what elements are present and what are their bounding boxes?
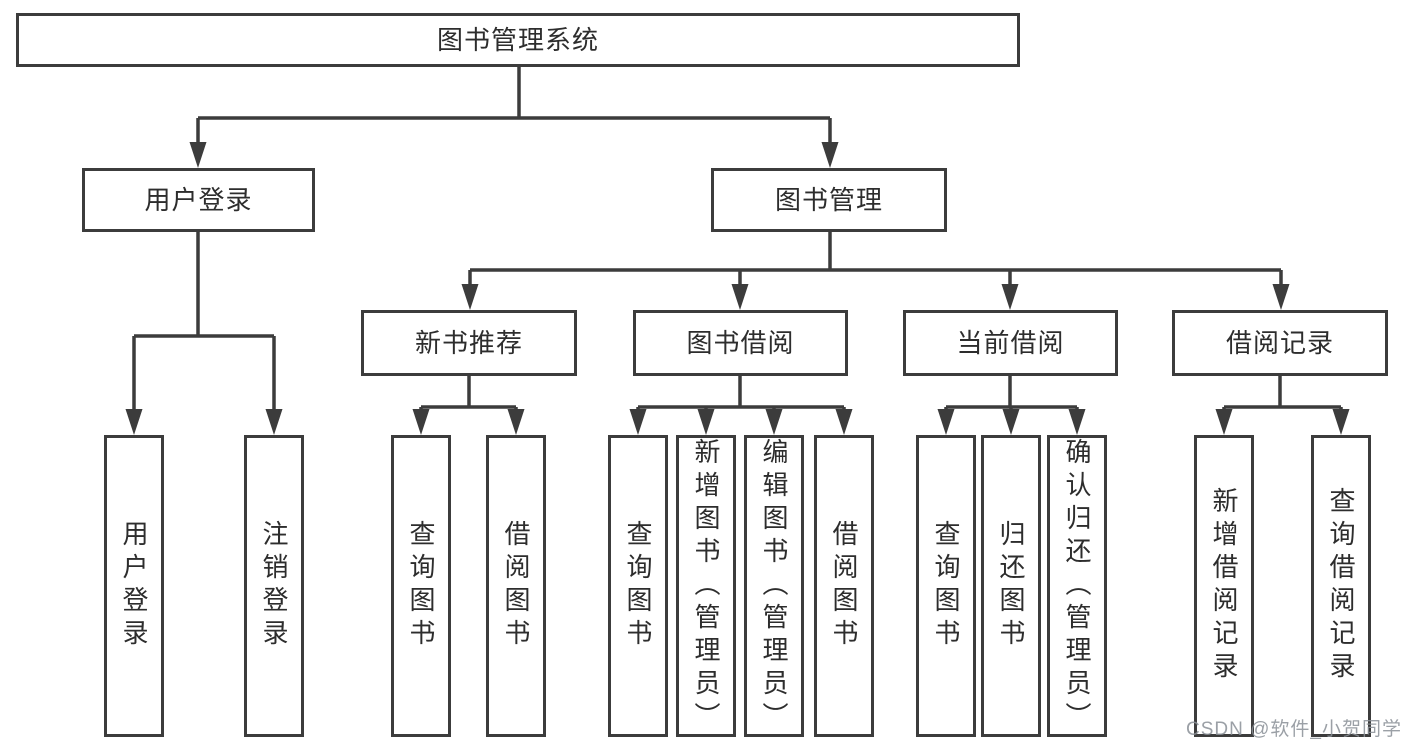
node-current-borrow-label: 当前借阅 <box>956 328 1065 358</box>
node-book-borrow-label: 图书借阅 <box>686 328 795 358</box>
node-leaf-add-borrow-record: 新增借阅记录 <box>1194 435 1254 737</box>
node-book-borrow: 图书借阅 <box>633 310 848 376</box>
node-leaf-query-borrow-record-label: 查询借阅记录 <box>1326 487 1356 685</box>
node-leaf-edit-books-admin: 编辑图书（管理员） <box>744 435 804 737</box>
node-current-borrow: 当前借阅 <box>903 310 1118 376</box>
node-leaf-add-books-admin: 新增图书（管理员） <box>676 435 736 737</box>
node-leaf-logout-label: 注销登录 <box>259 520 289 652</box>
node-leaf-confirm-return-admin-label: 确认归还（管理员） <box>1062 438 1092 735</box>
node-leaf-query-borrow-record: 查询借阅记录 <box>1311 435 1371 737</box>
node-root: 图书管理系统 <box>16 13 1020 67</box>
node-leaf-query-books-current-label: 查询图书 <box>931 520 961 652</box>
node-leaf-user-login: 用户登录 <box>104 435 164 737</box>
node-leaf-add-books-admin-label: 新增图书（管理员） <box>691 438 721 735</box>
watermark-text: CSDN @软件_小贺同学 <box>1186 719 1402 740</box>
node-leaf-user-login-label: 用户登录 <box>119 520 149 652</box>
node-leaf-query-books-current: 查询图书 <box>916 435 976 737</box>
node-new-book-recommend: 新书推荐 <box>361 310 577 376</box>
node-root-label: 图书管理系统 <box>436 25 599 55</box>
node-leaf-borrow-books: 借阅图书 <box>814 435 874 737</box>
node-leaf-borrow-books-recommend-label: 借阅图书 <box>501 520 531 652</box>
node-user-login-label: 用户登录 <box>144 185 253 215</box>
node-user-login: 用户登录 <box>82 168 315 232</box>
node-leaf-query-books-borrow-label: 查询图书 <box>623 520 653 652</box>
node-borrow-record: 借阅记录 <box>1172 310 1388 376</box>
node-book-management-label: 图书管理 <box>774 185 883 215</box>
node-borrow-record-label: 借阅记录 <box>1225 328 1334 358</box>
node-leaf-query-books-recommend-label: 查询图书 <box>406 520 436 652</box>
node-leaf-add-borrow-record-label: 新增借阅记录 <box>1209 487 1239 685</box>
node-leaf-logout: 注销登录 <box>244 435 304 737</box>
node-new-book-recommend-label: 新书推荐 <box>414 328 523 358</box>
node-leaf-query-books-borrow: 查询图书 <box>608 435 668 737</box>
node-leaf-borrow-books-label: 借阅图书 <box>829 520 859 652</box>
node-book-management: 图书管理 <box>711 168 947 232</box>
node-leaf-edit-books-admin-label: 编辑图书（管理员） <box>759 438 789 735</box>
node-leaf-query-books-recommend: 查询图书 <box>391 435 451 737</box>
node-leaf-borrow-books-recommend: 借阅图书 <box>486 435 546 737</box>
node-leaf-confirm-return-admin: 确认归还（管理员） <box>1047 435 1107 737</box>
node-leaf-return-books: 归还图书 <box>981 435 1041 737</box>
node-leaf-return-books-label: 归还图书 <box>996 520 1026 652</box>
